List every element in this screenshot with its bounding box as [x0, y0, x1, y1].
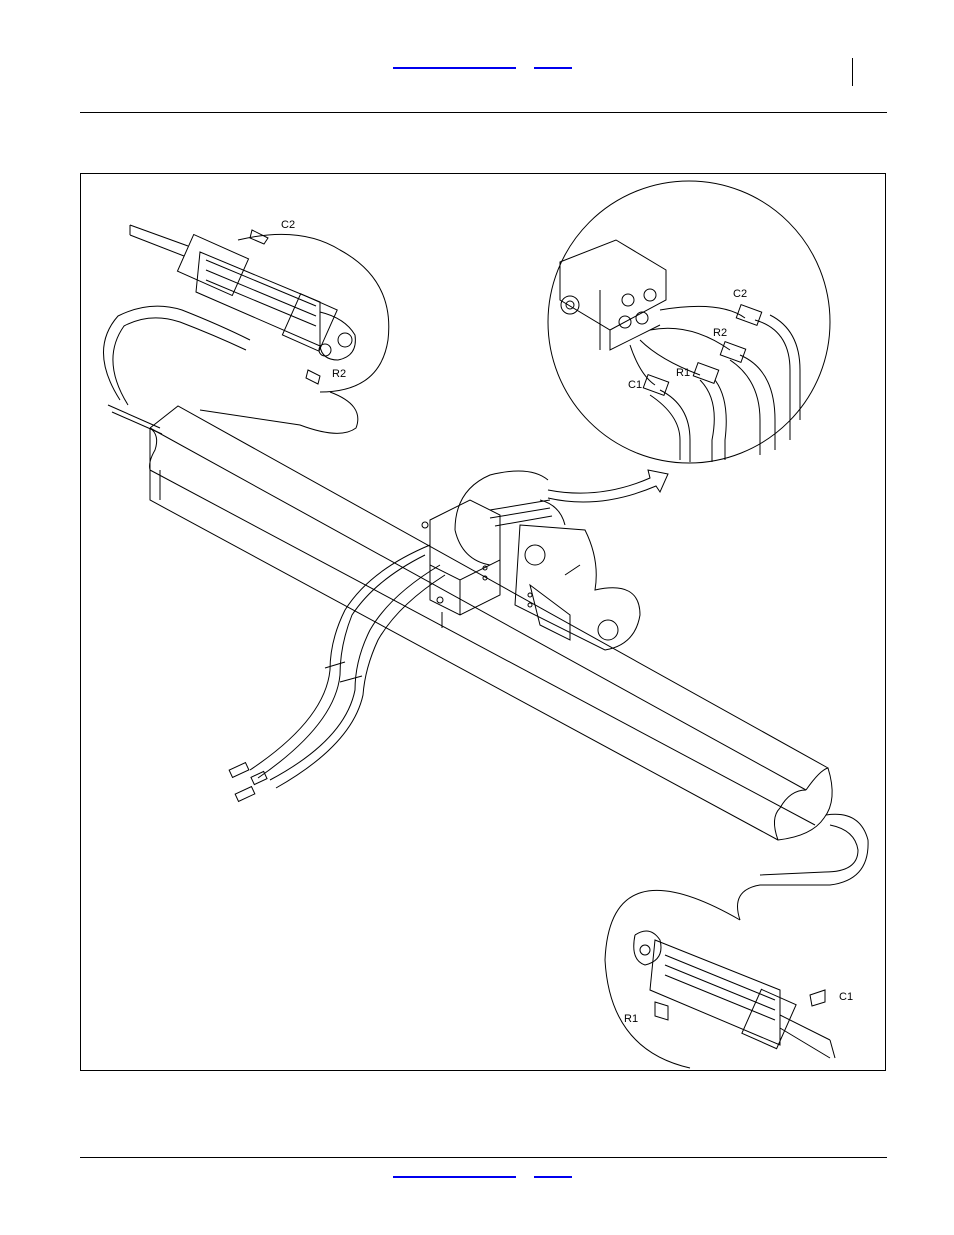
supply-hoses: [229, 545, 445, 801]
bottom-cylinder-detail: [605, 890, 835, 1068]
main-beam: [150, 406, 833, 840]
footer-link-left[interactable]: [393, 1176, 516, 1178]
label-r1-detail: R1: [676, 367, 690, 379]
label-c2-detail: C2: [733, 288, 747, 300]
label-r2-detail: R2: [713, 327, 727, 339]
right-hose-loop: [738, 814, 869, 920]
top-cylinder-detail: [130, 225, 389, 392]
label-r2-top: R2: [332, 368, 346, 380]
label-c1-bottom: C1: [839, 991, 853, 1003]
footer-rule: [80, 1157, 887, 1158]
valve-block-assembly: [422, 500, 640, 650]
label-c1-detail: C1: [628, 379, 642, 391]
footer-link-right[interactable]: [534, 1176, 572, 1178]
label-c2-top: C2: [281, 219, 295, 231]
detail-arrow: [548, 470, 668, 502]
label-r1-bottom: R1: [624, 1013, 638, 1025]
valve-detail-circle: [548, 181, 830, 463]
valve-zoom-circle: [455, 471, 548, 565]
